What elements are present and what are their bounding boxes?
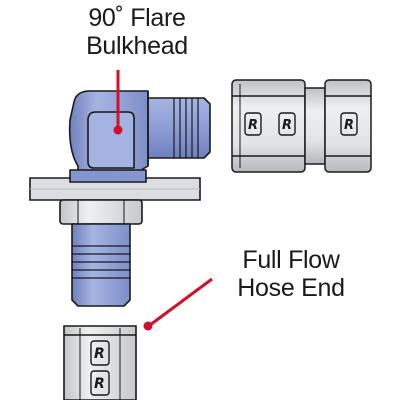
hose-leader-dot xyxy=(143,321,153,331)
logo-text: R xyxy=(94,376,105,392)
bulkhead-panel xyxy=(29,177,201,201)
hose-end-label-line2: Hose End xyxy=(237,274,345,302)
bulkhead-nut xyxy=(59,199,143,225)
logo-icon xyxy=(90,340,110,396)
bulkhead-label-line2: Bulkhead xyxy=(86,32,188,60)
hose-end-label-line1: Full Flow xyxy=(242,246,340,274)
logo-icon xyxy=(244,112,358,136)
logo-text: R xyxy=(344,118,354,133)
hose-hex-nut-left xyxy=(231,79,306,173)
bulkhead-thread xyxy=(71,223,131,307)
logo-text: R xyxy=(248,118,258,133)
hose-end-label: Full Flow Hose End xyxy=(228,246,354,302)
leader-lines xyxy=(113,70,213,331)
logo-text: R xyxy=(94,346,105,362)
elbow-fitting xyxy=(68,90,211,183)
bulkhead-label-line1: 90˚ Flare xyxy=(88,4,186,32)
bulkhead-label: 90˚ Flare Bulkhead xyxy=(66,4,208,60)
hose-end-fitting xyxy=(63,325,137,401)
straight-hose-assembly xyxy=(231,79,372,173)
bulkhead-leader-dot xyxy=(113,125,123,135)
hose-leader-line xyxy=(149,277,213,327)
logo-text: R xyxy=(282,118,292,133)
